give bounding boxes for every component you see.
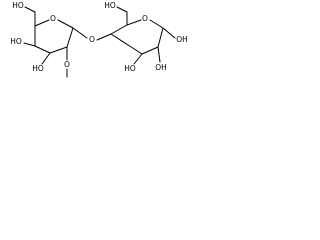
- bond-right-ring-c5-o: [126, 19, 142, 26]
- chemical-structure-diagram: HO O HO HO O O HO O OH HO OH OH: [10, 1, 188, 78]
- label-right-c3-hydroxyl: HO: [124, 64, 136, 73]
- label-right-ring-oxygen: O: [142, 14, 148, 23]
- bond-right-c2-oh: [157, 46, 161, 63]
- bond-right-ring-c2-c3: [141, 46, 159, 55]
- bond-left-ring-c1-c2: [66, 27, 74, 48]
- bond-left-ring-c2-c3: [49, 46, 68, 54]
- label-right-c1-hydroxyl: OH: [176, 35, 188, 44]
- label-right-c2-hydroxyl: OH: [155, 63, 167, 72]
- label-left-c4-hydroxyl: HO: [10, 37, 22, 46]
- atom-labels: HO O HO HO O O HO O OH HO OH OH: [10, 1, 188, 73]
- label-left-ring-oxygen: O: [50, 14, 56, 23]
- bond-right-ring-c1-c2: [157, 27, 164, 48]
- bond-right-c1-oh: [162, 27, 176, 39]
- bond-right-ring-c4-c5: [110, 24, 128, 35]
- left-pyranose-ring: [23, 6, 88, 78]
- label-left-c2-oxygen: O: [64, 60, 70, 69]
- bond-left-c6-oh: [24, 6, 36, 13]
- bond-left-ring-o-c1: [57, 19, 74, 29]
- bond-left-c3-oh: [41, 52, 51, 65]
- bond-left-c4-oh: [23, 42, 36, 47]
- right-pyranose-ring: [96, 6, 176, 65]
- bond-right-c6-oh: [116, 6, 128, 13]
- bond-glycosidic-c1-o: [72, 27, 88, 39]
- bond-right-ring-c3-c4: [110, 33, 143, 55]
- label-left-c3-hydroxyl: HO: [32, 64, 44, 73]
- label-glycosidic-oxygen: O: [89, 35, 95, 44]
- label-right-c6-hydroxyl: HO: [104, 1, 116, 10]
- bond-left-ring-c5-o: [34, 19, 50, 27]
- bond-glycosidic-o-c4: [96, 33, 112, 41]
- bond-right-ring-o-c1: [149, 19, 164, 29]
- bond-left-ring-c3-c4: [34, 45, 51, 54]
- label-left-c6-hydroxyl: HO: [12, 1, 24, 10]
- bond-right-c3-oh: [133, 53, 143, 65]
